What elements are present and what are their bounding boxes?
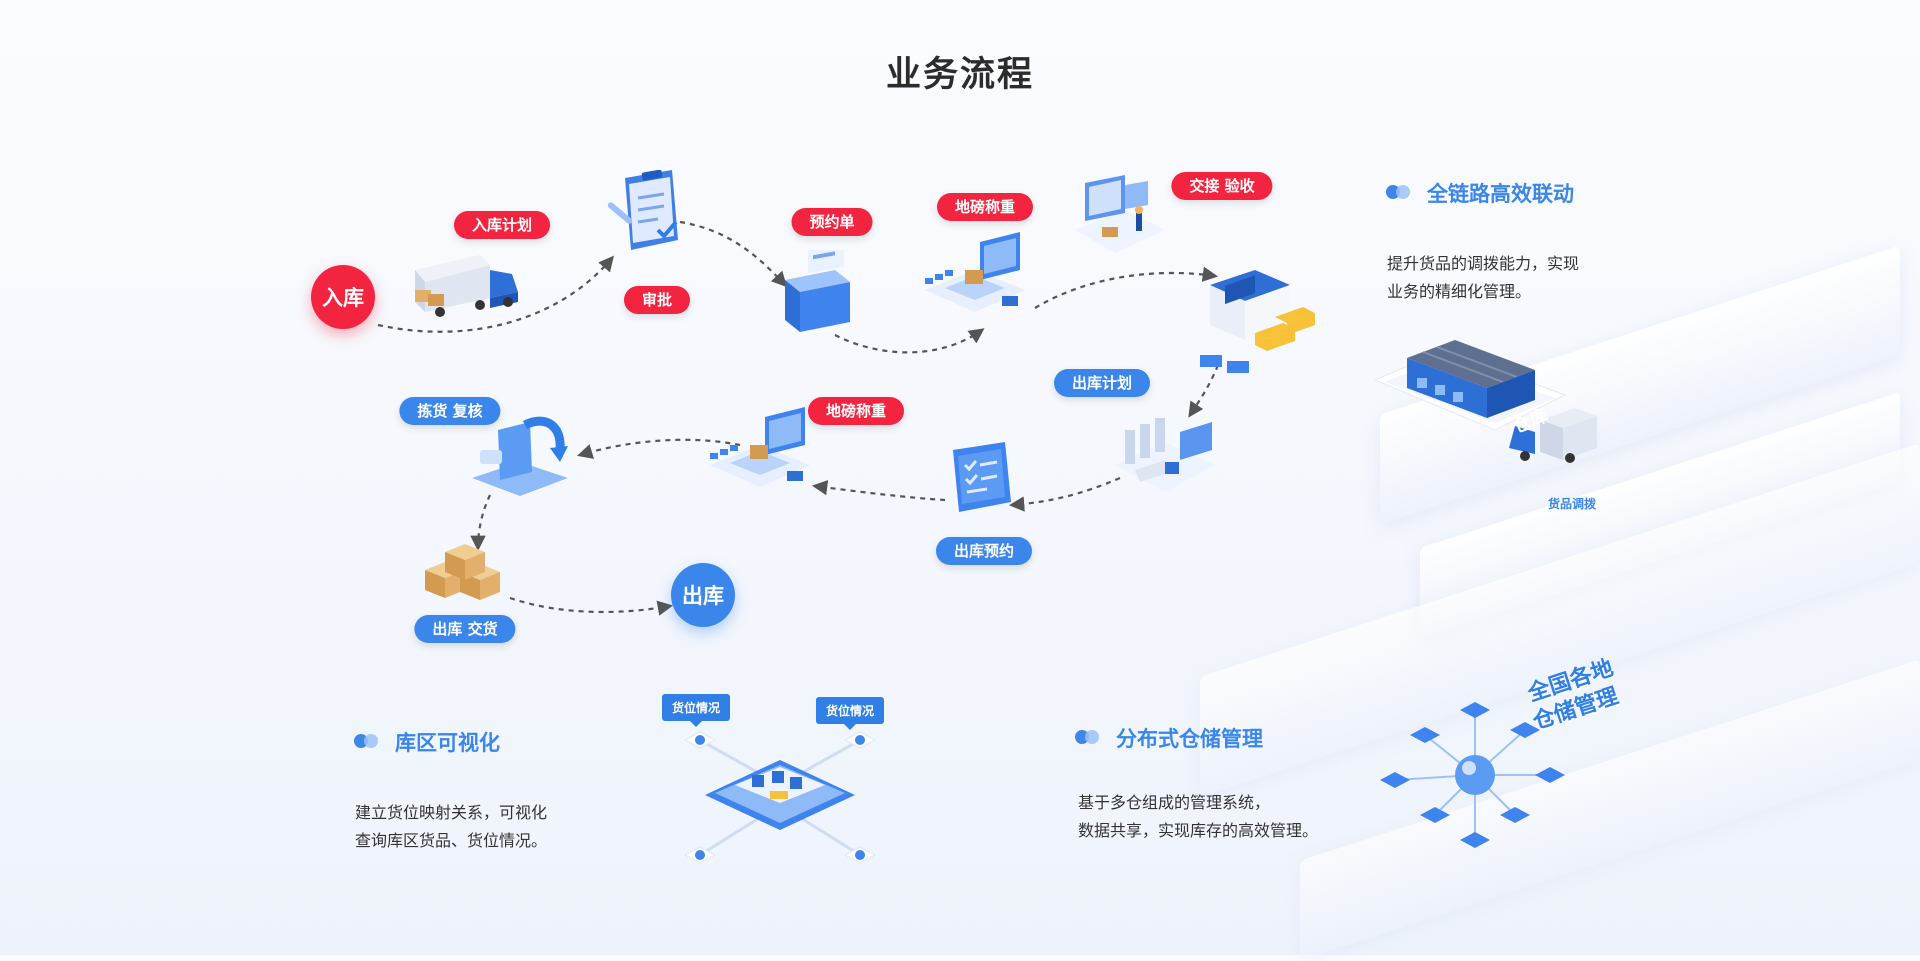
- feature-distributed-title: 分布式仓储管理: [1116, 727, 1263, 751]
- feature-distributed-desc: 基于多仓组成的管理系统， 数据共享，实现库存的高效管理。: [1078, 789, 1318, 845]
- feature-visual-desc: 建立货位映射关系，可视化 查询库区货品、货位情况。: [355, 799, 547, 855]
- bullet-icon: [1075, 730, 1101, 744]
- feature-linkage-desc: 提升货品的调拨能力，实现 业务的精细化管理。: [1387, 250, 1579, 306]
- desc-line: 查询库区货品、货位情况。: [355, 831, 548, 850]
- pick-review-icon: [472, 416, 568, 496]
- desc-line: 基于多仓组成的管理系统，: [1078, 793, 1271, 812]
- storage-map-icon: [683, 731, 877, 864]
- step-ship-delivery: 出库 交货: [414, 615, 516, 643]
- arrow-start-to-approval: [377, 255, 614, 333]
- weighbridge-icon: [925, 232, 1025, 312]
- transfer-caption: 货品调拨: [1547, 497, 1597, 511]
- feature-linkage-title: 全链路高效联动: [1427, 182, 1574, 206]
- truck-icon: [415, 255, 518, 317]
- slot-status-tag: 货位情况: [662, 694, 731, 727]
- arrow-weigh-out-to-pick: [577, 438, 741, 459]
- step-pick-review: 拣货 复核: [399, 397, 501, 425]
- step-weigh-out: 地磅称重: [807, 397, 905, 425]
- printer-icon: [785, 250, 850, 332]
- page-title: 业务流程: [885, 55, 1034, 95]
- dock-icon: [1115, 418, 1215, 492]
- warehouse-icon: [1200, 270, 1315, 373]
- weighbridge-icon: [710, 407, 810, 487]
- step-approval: 审批: [623, 286, 691, 314]
- step-outbound-plan: 出库计划: [1053, 369, 1151, 397]
- checklist-icon: [953, 442, 1011, 512]
- arrow-approval-to-appointment: [679, 220, 788, 288]
- step-weigh-in: 地磅称重: [936, 193, 1034, 221]
- step-inbound-plan: 入库计划: [453, 211, 551, 239]
- end-outbound-node: 出库: [671, 563, 735, 627]
- feature-visual-title: 库区可视化: [395, 731, 500, 755]
- arrow-weigh-to-warehouse: [1034, 266, 1219, 309]
- bullet-icon: [1386, 185, 1412, 199]
- desc-line: 数据共享，实现库存的高效管理。: [1078, 821, 1319, 840]
- clipboard-icon: [607, 170, 678, 250]
- desc-line: 业务的精细化管理。: [1387, 282, 1532, 301]
- desc-line: 建立货位映射关系，可视化: [355, 803, 548, 822]
- arrow-warehouse-to-outbound-plan: [1188, 364, 1220, 418]
- monitor-icon: [1075, 175, 1165, 253]
- step-outbound-appointment: 出库预约: [935, 537, 1033, 565]
- step-handover: 交接 验收: [1171, 172, 1273, 200]
- warehouse-building-icon: [1375, 340, 1597, 463]
- network-map-icon: [1380, 702, 1565, 848]
- boxes-icon: [425, 544, 500, 600]
- slot-status-tag: 货位情况: [816, 697, 885, 730]
- start-inbound-node: 入库: [311, 265, 375, 329]
- step-appointment: 预约单: [791, 208, 873, 236]
- arrow-appointment-to-weigh-out: [811, 479, 946, 502]
- arrow-plan-to-appointment: [1008, 476, 1121, 512]
- arrow-pick-to-boxes: [470, 494, 491, 552]
- bullet-icon: [354, 734, 380, 748]
- desc-line: 提升货品的调拨能力，实现: [1387, 254, 1580, 273]
- arrow-boxes-to-end: [509, 596, 674, 616]
